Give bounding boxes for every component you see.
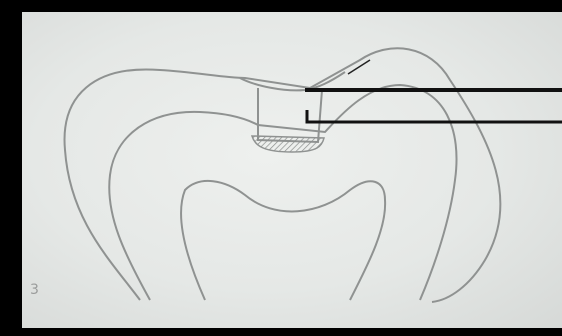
inner-dentin-outline — [109, 85, 456, 300]
pulp-canal-outline — [181, 181, 385, 300]
margin-mark: 3 — [30, 282, 39, 298]
restoration-cavity — [258, 88, 322, 142]
restoration-surface — [240, 72, 345, 90]
hatched-liner — [252, 136, 324, 152]
tick-mark — [348, 60, 370, 74]
